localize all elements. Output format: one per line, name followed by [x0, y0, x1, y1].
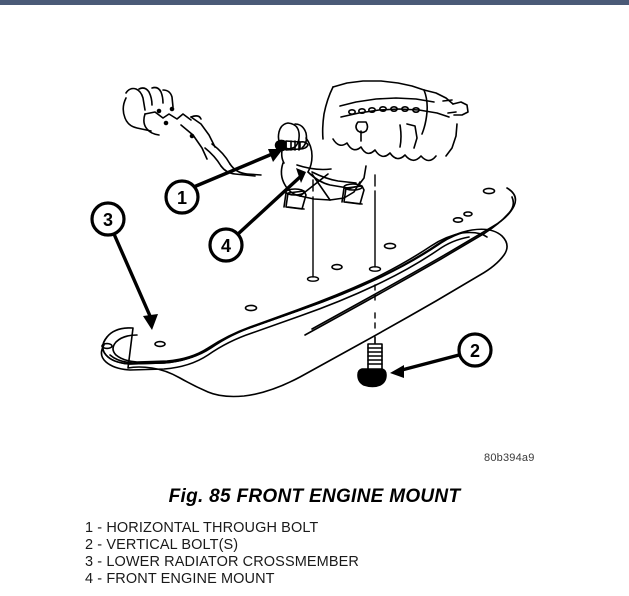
crossmember-hole: [101, 342, 113, 350]
arrowhead-1: [268, 149, 283, 162]
figure-id-label: 80b394a9: [484, 452, 535, 464]
arrowhead-4: [296, 168, 306, 183]
document-page: 1 3 4 2 80b394a9: [0, 5, 629, 596]
crossmember-hole: [452, 217, 464, 224]
assembly-alignment-lines: [306, 174, 382, 334]
crossmember-hole: [482, 187, 496, 195]
crossmember-hole: [463, 211, 473, 217]
leader-line-2: [396, 353, 461, 373]
callout-bubble-4: 4: [208, 227, 244, 263]
callout-number-3: 3: [103, 210, 113, 230]
legend-item: 4 - FRONT ENGINE MOUNT: [85, 571, 275, 587]
front-engine-mount-graphic: [277, 122, 367, 210]
figure-caption: Fig. 85 FRONT ENGINE MOUNT: [168, 486, 461, 507]
legend-item: 2 - VERTICAL BOLT(S): [85, 537, 239, 553]
leader-line-4: [236, 175, 302, 236]
figure-illustration: 1 3 4 2 80b394a9: [0, 5, 629, 475]
crossmember-hole: [154, 340, 166, 348]
callout-leader-lines: [112, 150, 461, 373]
top-accent-bar: [0, 0, 629, 5]
leader-line-1: [194, 150, 279, 188]
callout-number-1: 1: [177, 188, 187, 208]
crossmember-hole: [244, 304, 258, 312]
engine-oil-pan-graphic: [321, 80, 469, 162]
callout-bubble-2: 2: [457, 332, 493, 368]
callout-number-2: 2: [470, 341, 480, 361]
callout-bubble-3: 3: [90, 201, 126, 237]
arrowhead-3: [143, 314, 158, 330]
figure-legend: 1 - HORIZONTAL THROUGH BOLT 2 - VERTICAL…: [85, 520, 585, 588]
arrowhead-2: [390, 365, 404, 378]
legend-item: 3 - LOWER RADIATOR CROSSMEMBER: [85, 554, 359, 570]
crossmember-hole: [331, 263, 343, 271]
crossmember-hole: [383, 242, 397, 250]
leader-line-3: [112, 232, 152, 318]
callout-bubble-1: 1: [164, 179, 200, 215]
vertical-bolt-graphic: [357, 336, 387, 388]
callout-bubbles: 1 3 4 2: [90, 179, 493, 368]
horizontal-through-bolt-graphic: [274, 139, 309, 152]
frame-rail-graphic: [122, 86, 262, 177]
callout-number-4: 4: [221, 236, 231, 256]
legend-item: 1 - HORIZONTAL THROUGH BOLT: [85, 520, 319, 536]
lower-radiator-crossmember-graphic: [100, 187, 517, 398]
callout-arrowheads: [143, 149, 404, 378]
engine-mount-line-drawing: 1 3 4 2: [90, 80, 517, 398]
